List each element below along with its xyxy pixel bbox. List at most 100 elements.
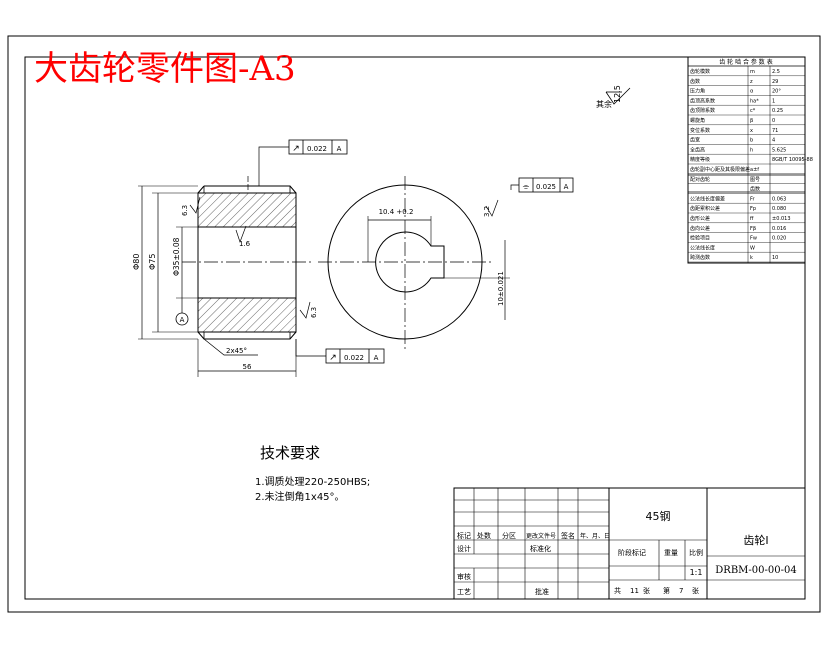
- svg-text:张: 张: [643, 586, 650, 595]
- gear-param-val: 0.016: [772, 226, 786, 232]
- inner-frame: [24, 56, 806, 600]
- svg-text:⌯: ⌯: [523, 182, 530, 191]
- watermark-title: 大齿轮零件图-A3: [34, 49, 296, 89]
- gear-param-sym: h: [750, 147, 753, 153]
- runout-frame-top: ↗ 0.022 A: [288, 139, 348, 155]
- gear-param-val: 5.625: [772, 147, 786, 153]
- svg-text:11: 11: [630, 587, 639, 595]
- gear-param-sym: a±f: [750, 167, 759, 173]
- gear-param-val: 0.063: [772, 196, 786, 202]
- gear-param-name: 齿宽: [690, 137, 700, 144]
- gear-param-name: 齿轮副中心距及其极限偏差: [690, 166, 750, 173]
- svg-text:A: A: [564, 183, 569, 191]
- gear-param-name: 齿距累积公差: [690, 205, 720, 212]
- svg-text:7: 7: [679, 587, 683, 595]
- svg-text:↗: ↗: [292, 144, 300, 154]
- gear-param-val: 2.5: [772, 69, 780, 75]
- gear-param-name: 齿轮模数: [690, 68, 710, 75]
- gear-param-name: 检验项目: [690, 235, 710, 242]
- svg-text:审核: 审核: [457, 572, 471, 581]
- gear-param-sym: W: [750, 245, 755, 251]
- svg-text:0.025: 0.025: [536, 183, 556, 191]
- gear-param-val: 0.020: [772, 236, 786, 242]
- dim-hub-dia: Φ75: [148, 254, 157, 270]
- svg-text:阶段标记: 阶段标记: [618, 548, 646, 557]
- svg-text:共: 共: [614, 586, 621, 595]
- end-view: 10.4 +0.2 10±0.021 3.2 ⌯ 0.025 A: [318, 176, 574, 350]
- gear-param-sym: 图号: [750, 177, 760, 183]
- gear-param-val: 4: [772, 138, 775, 144]
- gear-param-name: 公法线长度: [690, 244, 715, 251]
- gear-param-sym: 齿数: [750, 186, 760, 193]
- gear-param-name: 齿数: [690, 78, 700, 85]
- gear-param-val: 8GB/T 10095-88: [772, 157, 813, 163]
- gear-param-val: 20°: [772, 89, 781, 95]
- svg-text:批准: 批准: [535, 587, 549, 596]
- drawing-number: DRBM-00-00-04: [715, 565, 796, 576]
- svg-text:其余: 其余: [596, 99, 612, 109]
- svg-text:工艺: 工艺: [457, 588, 471, 596]
- svg-text:标记: 标记: [457, 531, 471, 540]
- svg-text:比例: 比例: [689, 548, 703, 557]
- roughness-bore: 1.6: [239, 240, 251, 248]
- symmetry-frame: ⌯ 0.025 A: [518, 177, 574, 193]
- gear-table-title: 齿 轮 啮 合 参 数 表: [719, 58, 772, 66]
- gear-param-val: 71: [772, 128, 778, 134]
- gear-param-name: 齿形公差: [690, 215, 710, 222]
- svg-text:↗: ↗: [329, 353, 337, 363]
- gear-param-val: 0.25: [772, 108, 783, 114]
- gear-param-name: 跨测齿数: [690, 254, 710, 261]
- gear-param-name: 齿向公差: [690, 225, 710, 232]
- section-view: Φ80 Φ75 Φ35±0.08 A 56 2x45° 6.3 1.6 6.3 …: [132, 139, 385, 377]
- gear-param-name: 齿顶高系数: [690, 97, 715, 104]
- svg-text:设计: 设计: [457, 544, 471, 553]
- gear-param-sym: c*: [750, 108, 756, 114]
- gear-param-name: 全齿高: [690, 146, 705, 153]
- tech-requirements: 技术要求 1.调质处理220-250HBS; 2.未注倒角1x45°。: [255, 444, 370, 503]
- svg-text:签名: 签名: [561, 531, 575, 540]
- svg-text:重量: 重量: [664, 549, 678, 557]
- svg-text:处数: 处数: [477, 531, 491, 540]
- svg-text:张: 张: [692, 586, 699, 595]
- section-hatch-top: [197, 192, 297, 228]
- gear-param-name: 公法线长度偏差: [690, 195, 725, 202]
- gear-param-sym: k: [750, 255, 753, 261]
- svg-text:年、月、日: 年、月、日: [580, 532, 610, 540]
- section-hatch-bottom: [197, 297, 297, 333]
- gear-param-sym: α: [750, 89, 754, 95]
- gear-param-sym: Fβ: [750, 226, 756, 232]
- gear-param-val: ±0.013: [772, 216, 791, 222]
- svg-text:分区: 分区: [502, 531, 516, 540]
- svg-text:12.5: 12.5: [613, 85, 622, 103]
- gear-param-val: 1: [772, 98, 775, 104]
- svg-text:更改文件号: 更改文件号: [526, 532, 556, 540]
- dim-bore-dia: Φ35±0.08: [172, 237, 181, 276]
- gear-param-name: 压力角: [690, 88, 705, 95]
- roughness-face-left: 6.3: [181, 205, 189, 216]
- tech-req-item-1: 1.调质处理220-250HBS;: [255, 476, 370, 488]
- part-name: 齿轮Ⅰ: [743, 533, 768, 547]
- svg-text:A: A: [337, 145, 342, 153]
- dim-outer-dia: Φ80: [132, 254, 141, 270]
- material: 45钢: [646, 510, 671, 523]
- gear-param-name: 变位系数: [690, 127, 710, 134]
- gear-param-val: 10: [772, 255, 778, 261]
- gear-param-sym: β: [750, 118, 753, 124]
- dim-keyway-depth: 10±0.021: [497, 271, 505, 306]
- title-block: 45钢 齿轮Ⅰ DRBM-00-00-04 1:1 标记 处数 分区 更改文件号…: [453, 487, 806, 600]
- roughness-other: 其余 12.5: [596, 85, 631, 109]
- datum-label: A: [180, 316, 185, 324]
- gear-param-sym: b: [750, 138, 753, 144]
- gear-param-name: 螺旋角: [690, 117, 705, 124]
- dim-width: 56: [243, 363, 252, 371]
- gear-param-val: 0: [772, 118, 775, 124]
- dim-chamfer: 2x45°: [226, 347, 247, 355]
- gear-param-name: 精度等级: [690, 156, 710, 163]
- gear-param-sym: Fw: [750, 236, 757, 242]
- svg-text:0.022: 0.022: [307, 145, 327, 153]
- gear-param-sym: Fp: [750, 206, 756, 212]
- runout-frame-bottom: ↗ 0.022 A: [325, 348, 385, 364]
- outer-frame: [7, 35, 821, 613]
- gear-param-val: 29: [772, 79, 778, 85]
